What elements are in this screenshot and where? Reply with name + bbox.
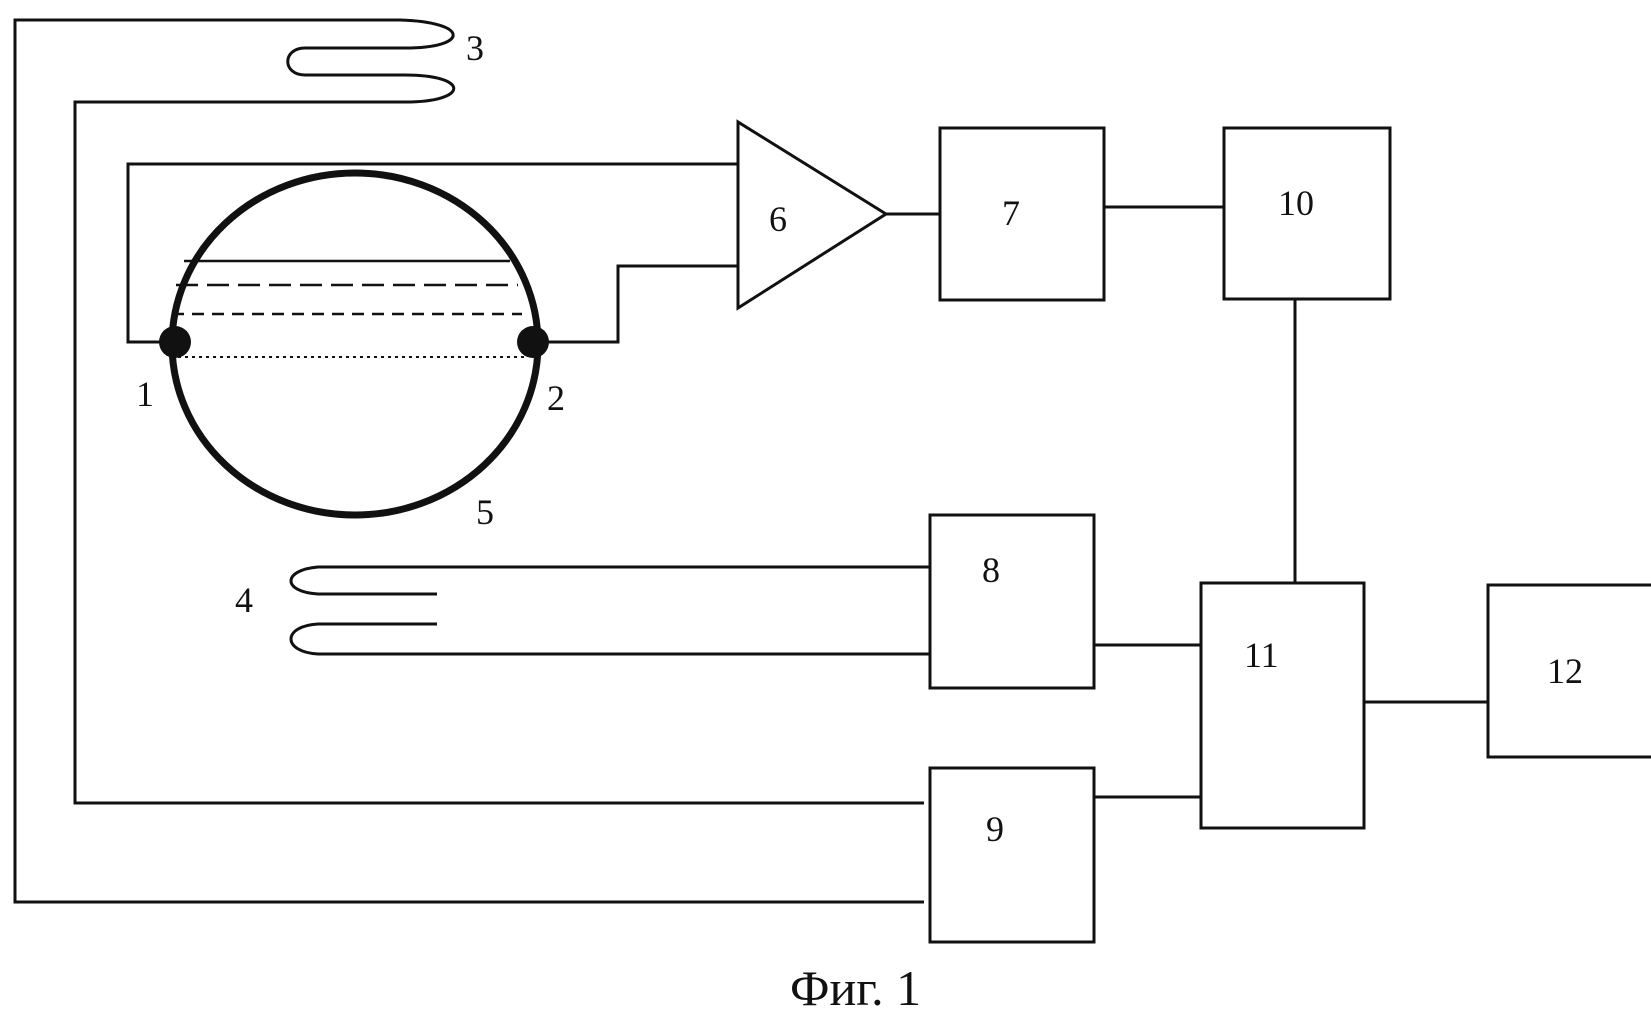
vessel-5	[168, 169, 542, 519]
block-9	[928, 766, 1096, 944]
wire-coil3-inner-to-block9	[73, 100, 924, 805]
label-block-10: 10	[1278, 183, 1314, 223]
wire-electrode2-to-amplifier	[533, 264, 738, 344]
coil-4	[289, 565, 930, 656]
label-electrode-1: 1	[136, 374, 154, 414]
label-electrode-2: 2	[547, 378, 565, 418]
wire-coil3-outer-to-block9	[13, 18, 924, 904]
electrode-1	[159, 326, 191, 358]
label-block-8: 8	[982, 550, 1000, 590]
label-block-9: 9	[986, 809, 1004, 849]
electrode-2	[517, 326, 549, 358]
amplifier-6	[736, 119, 889, 311]
label-amplifier-6: 6	[769, 199, 787, 239]
label-block-12: 12	[1547, 651, 1583, 691]
label-coil-3: 3	[466, 28, 484, 68]
label-coil-4: 4	[235, 580, 253, 620]
block-10	[1222, 126, 1392, 301]
coil-3	[286, 18, 455, 104]
wire-electrode1-to-amplifier	[126, 162, 738, 344]
block-12	[1486, 583, 1651, 759]
block-11	[1199, 581, 1366, 830]
vessel-ring	[168, 169, 542, 519]
label-vessel-5: 5	[476, 492, 494, 532]
block-8	[928, 513, 1096, 690]
label-block-7: 7	[1002, 193, 1020, 233]
block-7	[938, 126, 1106, 302]
label-block-11: 11	[1244, 635, 1279, 675]
figure-caption: Фиг. 1	[790, 960, 921, 1016]
